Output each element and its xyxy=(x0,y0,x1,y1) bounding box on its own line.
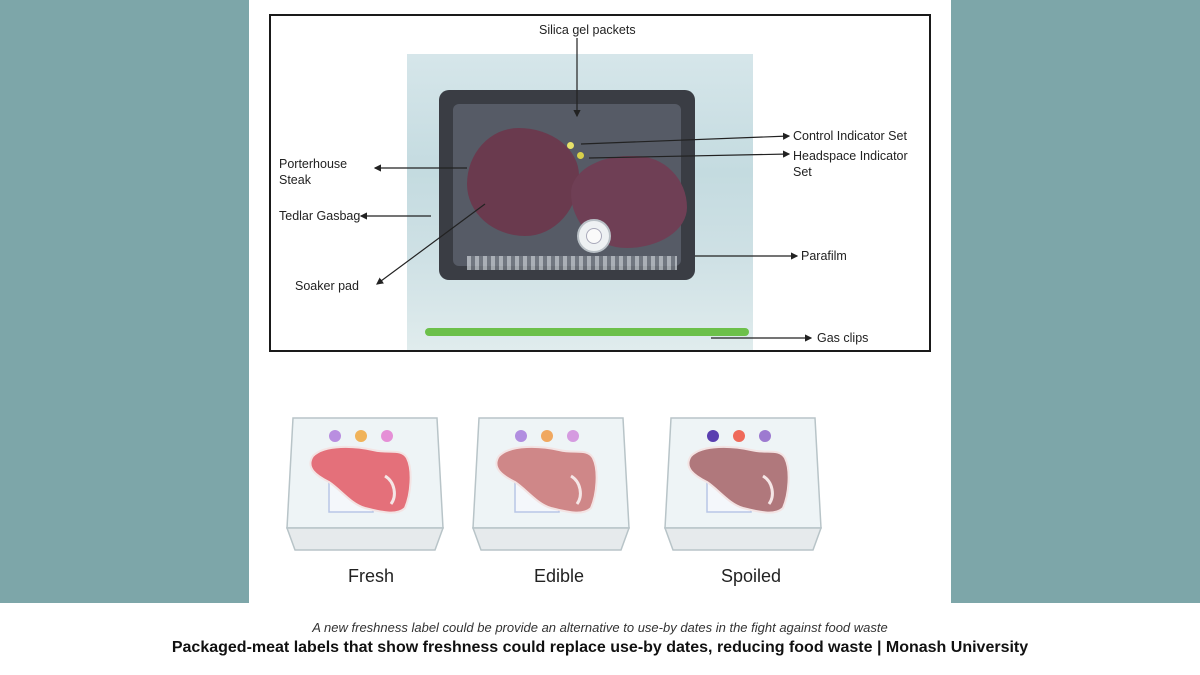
porterhouse-steak-label: Porterhouse Steak xyxy=(279,157,348,187)
steak-fat xyxy=(762,474,774,505)
indicator-dot xyxy=(707,430,719,442)
spoiled-label: Spoiled xyxy=(720,566,782,586)
headspace-indicator-label: Headspace Indicator Set xyxy=(793,149,908,179)
package-tray xyxy=(471,527,631,551)
indicator-dot xyxy=(759,430,771,442)
soaker-pad-label: Soaker pad xyxy=(295,279,359,293)
indicator-dot xyxy=(381,430,393,442)
steak-illustration xyxy=(687,445,790,514)
gas-clip-photo xyxy=(425,328,749,336)
edible-label: Edible xyxy=(533,566,585,586)
fresh-label: Fresh xyxy=(347,566,394,586)
steak-fat xyxy=(384,474,396,505)
gas-valve-center xyxy=(586,228,602,244)
steak-illustration xyxy=(309,445,412,514)
headspace-indicator-dot xyxy=(577,152,584,159)
image-panel: Silica gel packets Control Indicator Set… xyxy=(249,0,951,603)
callout-arrows xyxy=(359,38,813,342)
tedlar-gasbag-label: Tedlar Gasbag xyxy=(279,209,361,223)
indicator-dot xyxy=(355,430,367,442)
indicator-dot xyxy=(567,430,579,442)
package-svg xyxy=(285,417,445,551)
edible-package-illustration xyxy=(471,416,631,556)
indicator-dot xyxy=(329,430,341,442)
spoiled-package-illustration xyxy=(663,416,823,556)
article-headline: Packaged-meat labels that show freshness… xyxy=(171,639,1029,656)
package-tray xyxy=(663,527,823,551)
indicator-dot xyxy=(515,430,527,442)
indicator-dot xyxy=(541,430,553,442)
steak-illustration xyxy=(495,445,598,514)
package-svg xyxy=(471,417,631,551)
steak-photo xyxy=(467,128,579,236)
control-indicator-dot xyxy=(567,142,574,149)
steak-fat xyxy=(570,474,582,505)
parafilm-label: Parafilm xyxy=(801,249,847,263)
packaging-diagram: Silica gel packets Control Indicator Set… xyxy=(269,14,931,352)
image-caption: A new freshness label could be provide a… xyxy=(312,620,888,635)
package-svg xyxy=(663,417,823,551)
gas-clips-label: Gas clips xyxy=(817,331,869,345)
soaker-pad-photo xyxy=(467,256,677,270)
silica-gel-label: Silica gel packets xyxy=(539,23,636,37)
indicator-dot xyxy=(733,430,745,442)
control-indicator-label: Control Indicator Set xyxy=(793,129,907,143)
fresh-package-illustration xyxy=(285,416,445,556)
package-tray xyxy=(285,527,445,551)
